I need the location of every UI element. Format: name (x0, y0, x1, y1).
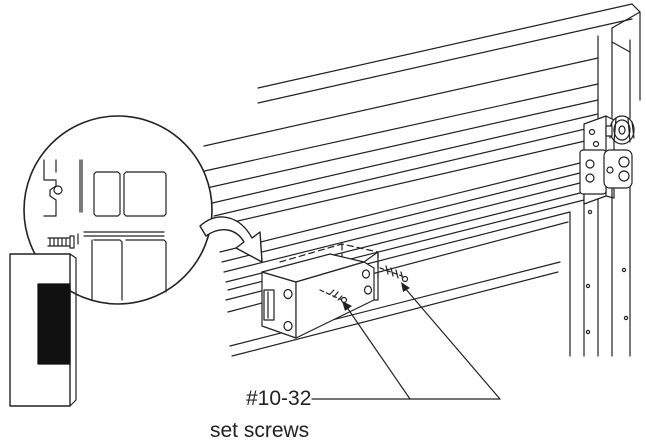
curved-arrow-icon (199, 216, 263, 263)
callout-label-set-screws: set screws (210, 419, 310, 442)
arrowhead-icon (401, 282, 410, 292)
callout-label-screw-size: #10-32 (246, 387, 312, 410)
hinge-bracket (579, 115, 635, 205)
magnet-block (261, 243, 379, 339)
detail-magnifier (23, 115, 213, 305)
callout-leaders (311, 286, 501, 400)
arrowhead-icon (342, 301, 352, 311)
magnet-detail (9, 253, 77, 407)
set-screw-icon (379, 265, 409, 283)
frame-structure (197, 3, 641, 357)
adjustment-knob-icon (605, 115, 635, 145)
set-screw-icon (319, 289, 348, 304)
